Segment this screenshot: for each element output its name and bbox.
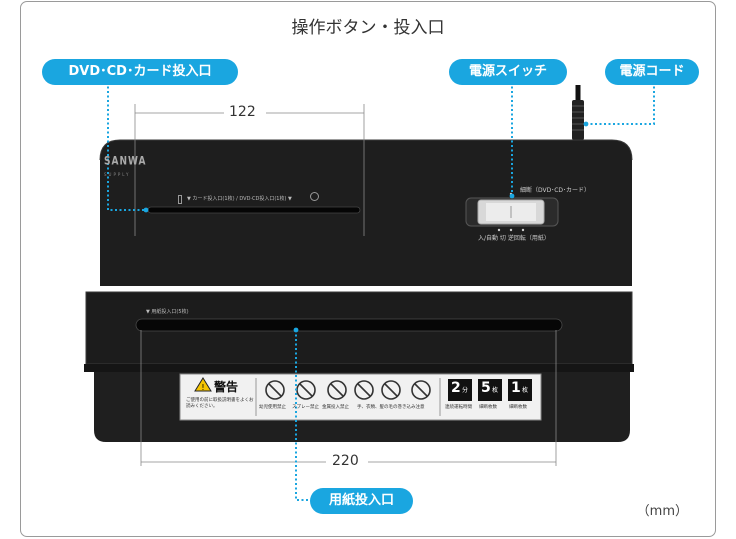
paper-slot[interactable] [135,318,563,332]
dimension-lines [134,104,557,466]
warning-item: スプレー禁止 [292,405,319,410]
spec-unit: 枚 [522,387,529,394]
leader-lines [107,82,655,501]
shredder-top-panel [99,139,633,286]
disc-slot[interactable] [147,206,361,214]
switch-top-caption: 細断（DVD･CD･カード） [520,187,591,194]
warning-item: 幼児使用禁止 [259,405,286,410]
spec-unit: 分 [462,387,469,394]
brand-logo: SANWA [104,155,147,169]
label-paper-slot: 用紙投入口 [310,488,413,514]
svg-text:!: ! [201,383,204,392]
caution-hand-icon [354,380,374,400]
caution-clothes-icon [381,380,401,400]
brand-sub: SUPPLY [104,172,131,177]
warning-item: 金属投入禁止 [322,405,349,410]
spec-label: 細断枚数 [509,405,527,410]
power-cord [572,85,584,140]
spec-label: 細断枚数 [479,405,497,410]
label-power-cord: 電源コード [605,59,699,85]
power-switch[interactable] [465,197,559,227]
spec-value: 2 [451,380,461,396]
warning-title: 警告 [214,380,239,394]
prohibit-metal-icon [327,380,347,400]
caution-hair-icon [411,380,431,400]
paper-slot-caption: ▼ 用紙投入口(5枚) [146,309,189,315]
figure-frame [20,1,716,537]
spec-badges [448,379,532,401]
disc-slot-caption: ▼ カード投入口(1枚) / DVD·CD投入口(1枚) ▼ [187,196,292,202]
dimension-bottom-width: 220 [332,453,359,469]
label-dvd-cd-card-slot: DVD･CD･カード投入口 [42,59,238,85]
warning-note: ご使用の前に取扱説明書をよくお読みください。 [186,398,254,409]
warning-item: 手、衣類、髪の毛の巻き込み注意 [357,405,425,410]
disc-icon [310,192,319,201]
spec-unit: 枚 [492,387,499,394]
prohibit-child-icon [265,380,285,400]
spec-label: 連続運転時間 [445,405,472,410]
label-power-switch: 電源スイッチ [449,59,567,85]
dimension-unit: （mm） [636,504,688,519]
card-icon [178,195,182,204]
warning-triangle-icon [194,377,212,392]
leader-endpoints [143,121,589,333]
spec-value: 1 [511,380,521,396]
spec-value: 5 [481,380,491,396]
dimension-top-width: 122 [229,104,256,120]
switch-bottom-caption: 入/自動 切 逆回転（用紙） [478,235,550,242]
figure-title: 操作ボタン・投入口 [291,18,445,38]
